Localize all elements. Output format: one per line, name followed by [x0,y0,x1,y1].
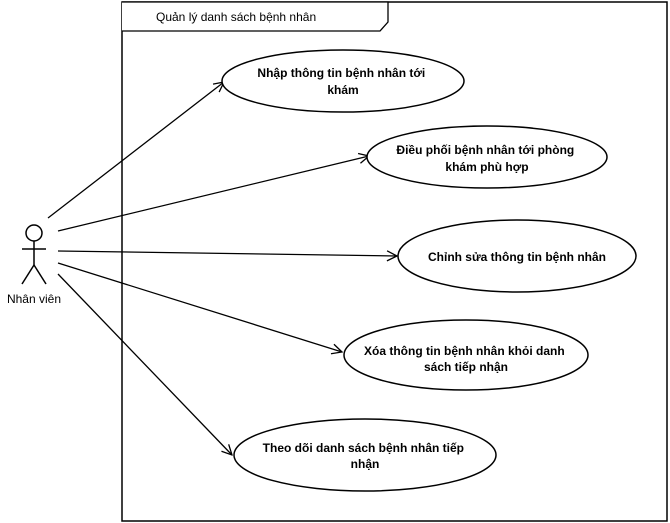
use-case-1-line-2: khám [327,83,358,97]
use-case-1: Nhập thông tin bệnh nhân tới khám [221,49,465,113]
use-case-2-ellipse [366,125,608,189]
system-title: Quản lý danh sách bệnh nhân [156,10,316,24]
use-case-3-label: Chỉnh sửa thông tin bệnh nhân [428,250,606,264]
actor-figure [21,224,47,285]
actor-left-leg [21,264,35,285]
use-case-1-label: Nhập thông tin bệnh nhân tới khám [257,66,428,97]
system-title-tab [122,1,389,32]
actor-right-leg [33,264,47,285]
use-case-5-ellipse [233,418,497,492]
associations [47,82,397,455]
use-case-4-label: Xóa thông tin bệnh nhân khỏi danh sách t… [364,344,568,374]
use-case-3: Chỉnh sửa thông tin bệnh nhân [397,219,637,293]
association-5 [57,273,232,455]
association-1 [47,82,224,219]
association-2 [57,156,369,232]
use-case-4: Xóa thông tin bệnh nhân khỏi danh sách t… [343,319,589,391]
use-case-3-line-1: Chỉnh sửa thông tin bệnh nhân [428,250,606,264]
use-case-5-label: Theo dõi danh sách bệnh nhân tiếp nhận [263,441,468,471]
use-case-3-ellipse [397,219,637,293]
association-4 [57,262,342,352]
use-case-5-line-1: Theo dõi danh sách bệnh nhân tiếp [263,441,464,455]
use-case-5-line-2: nhận [351,457,380,471]
actor-label: Nhân viên [7,292,61,306]
use-case-4-line-2: sách tiếp nhận [424,360,508,374]
use-case-2-line-1: Điều phối bệnh nhân tới phòng [396,143,574,157]
use-case-2: Điều phối bệnh nhân tới phòng khám phù h… [366,125,608,189]
use-case-1-line-1: Nhập thông tin bệnh nhân tới [257,66,425,80]
use-case-1-ellipse [221,49,465,113]
use-case-2-label: Điều phối bệnh nhân tới phòng khám phù h… [396,143,577,174]
use-case-2-line-2: khám phù hợp [445,160,528,174]
use-case-5: Theo dõi danh sách bệnh nhân tiếp nhận [233,418,497,492]
use-case-4-ellipse [343,319,589,391]
actor-head [25,224,43,242]
association-3 [57,251,397,256]
use-case-4-line-1: Xóa thông tin bệnh nhân khỏi danh [364,344,565,358]
